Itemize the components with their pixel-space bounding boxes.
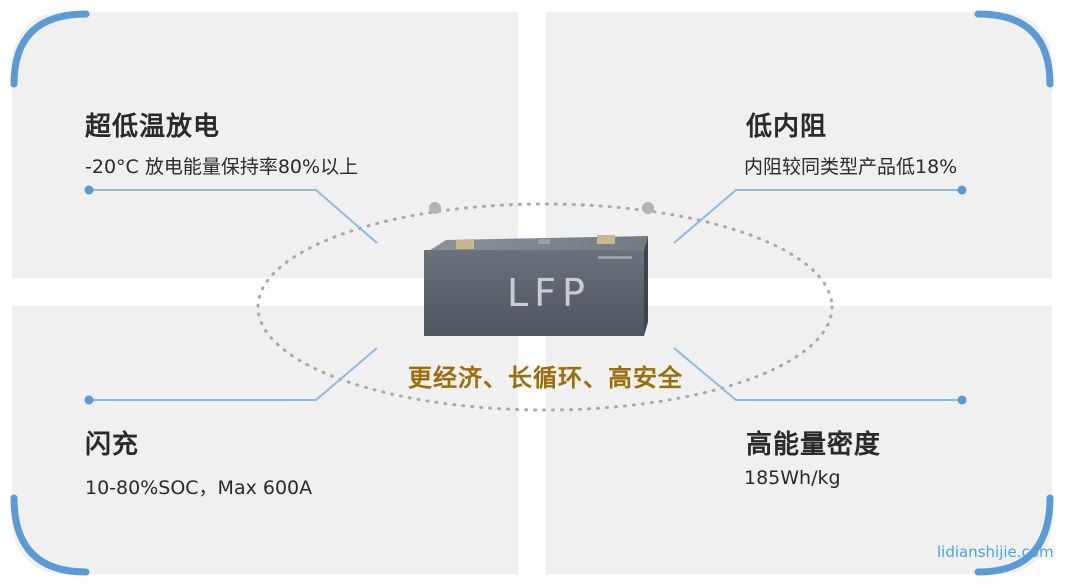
orbit-dot-left bbox=[429, 202, 441, 214]
battery-cell-image: LFP bbox=[424, 235, 648, 336]
feature-title-low-temp: 超低温放电 bbox=[85, 112, 221, 142]
panel-top-right bbox=[546, 12, 1052, 278]
feature-desc-low-resistance: 内阻较同类型产品低18% bbox=[744, 156, 958, 178]
battery-label: LFP bbox=[507, 271, 591, 315]
tagline: 更经济、长循环、高安全 bbox=[408, 364, 683, 392]
feature-title-energy-density: 高能量密度 bbox=[746, 430, 882, 460]
feature-desc-fast-charge: 10-80%SOC，Max 600A bbox=[85, 477, 313, 499]
panel-top-left bbox=[12, 12, 518, 278]
corner-arc-bottom-right bbox=[974, 494, 1054, 576]
corner-arc-top-right bbox=[974, 10, 1054, 88]
panel-bottom-right bbox=[546, 306, 1052, 574]
feature-title-low-resistance: 低内阻 bbox=[746, 112, 828, 142]
corner-arc-top-left bbox=[10, 10, 90, 88]
orbit-ellipse bbox=[256, 202, 834, 412]
connector-bottom-right bbox=[673, 347, 962, 401]
connector-bottom-left bbox=[89, 347, 378, 401]
watermark: lidianshijie.com bbox=[937, 543, 1054, 561]
orbit-dot-right bbox=[642, 202, 654, 214]
corner-arc-bottom-left bbox=[10, 494, 90, 576]
panel-bottom-left bbox=[12, 306, 518, 574]
connector-top-right bbox=[673, 189, 962, 244]
feature-title-fast-charge: 闪充 bbox=[85, 430, 140, 460]
connector-top-left bbox=[89, 189, 378, 244]
feature-desc-energy-density: 185Wh/kg bbox=[744, 467, 841, 489]
feature-desc-low-temp: -20°C 放电能量保持率80%以上 bbox=[85, 156, 359, 178]
